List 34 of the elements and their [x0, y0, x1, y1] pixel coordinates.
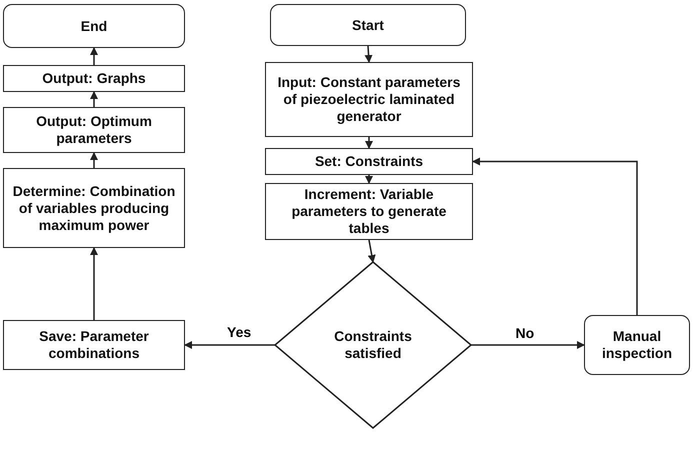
process-box: [3, 65, 185, 92]
edge-label: No: [514, 325, 536, 341]
process-box: [3, 320, 185, 370]
arrow: [365, 137, 373, 149]
arrow: [90, 152, 98, 168]
process-box: [3, 107, 185, 153]
node-label: Determine: Combination of variables producing maximum power: [12, 182, 176, 234]
arrow: [184, 341, 275, 349]
process-box: [265, 183, 473, 240]
process-box: [265, 62, 473, 137]
arrow: [90, 247, 98, 320]
arrow: [364, 46, 373, 63]
process-box: [265, 148, 473, 175]
node-label: End: [80, 18, 108, 34]
edge-label: Yes: [225, 324, 254, 340]
node-label: Constraints satisfied: [333, 328, 413, 362]
arrow: [90, 47, 98, 65]
node-label: Output: Optimum parameters: [35, 113, 153, 147]
terminal-box: [584, 315, 690, 375]
arrow: [471, 341, 585, 349]
node-label: Manual inspection: [600, 328, 673, 362]
node-label: Start: [351, 16, 385, 34]
arrow: [472, 158, 638, 315]
node-label: Increment: Variable parameters to generate tables: [290, 186, 448, 237]
process-box: [3, 168, 185, 248]
terminal-box: [270, 4, 466, 46]
node-label: Set: Constraints: [314, 153, 424, 170]
arrow: [90, 91, 98, 107]
node-label: Input: Constant parameters of piezoelectric laminated generator: [276, 74, 462, 125]
arrow: [368, 240, 376, 263]
node-label: Save: Parameter combinations: [38, 328, 150, 362]
terminal-box: [3, 4, 185, 48]
arrow: [365, 175, 373, 184]
node-label: Output: Graphs: [41, 70, 147, 87]
